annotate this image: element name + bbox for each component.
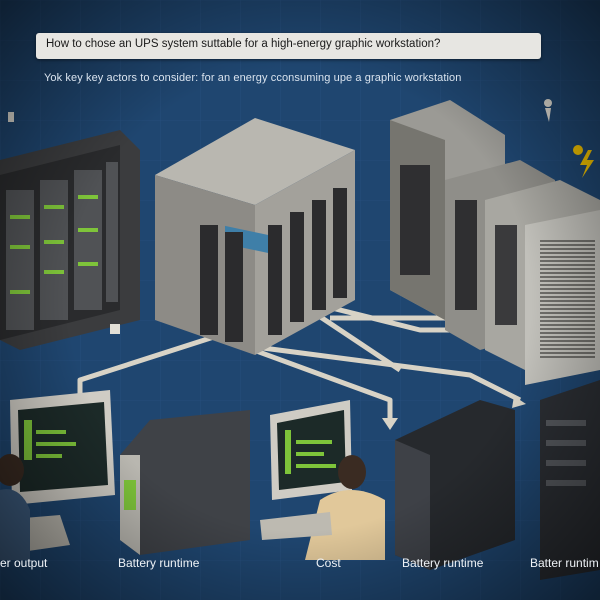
caption-battery-runtime-edge: Batter runtim: [530, 556, 599, 570]
title-banner: How to chose an UPS system suttable for …: [36, 33, 541, 59]
caption-battery-runtime-left: Battery runtime: [118, 556, 200, 570]
page-title: How to chose an UPS system suttable for …: [46, 38, 441, 50]
caption-power-output: er output: [0, 556, 48, 570]
caption-battery-runtime-right: Battery runtime: [402, 556, 484, 570]
page-subtitle: Yok key key actors to consider: for an e…: [44, 72, 462, 84]
caption-cost: Cost: [316, 556, 341, 570]
